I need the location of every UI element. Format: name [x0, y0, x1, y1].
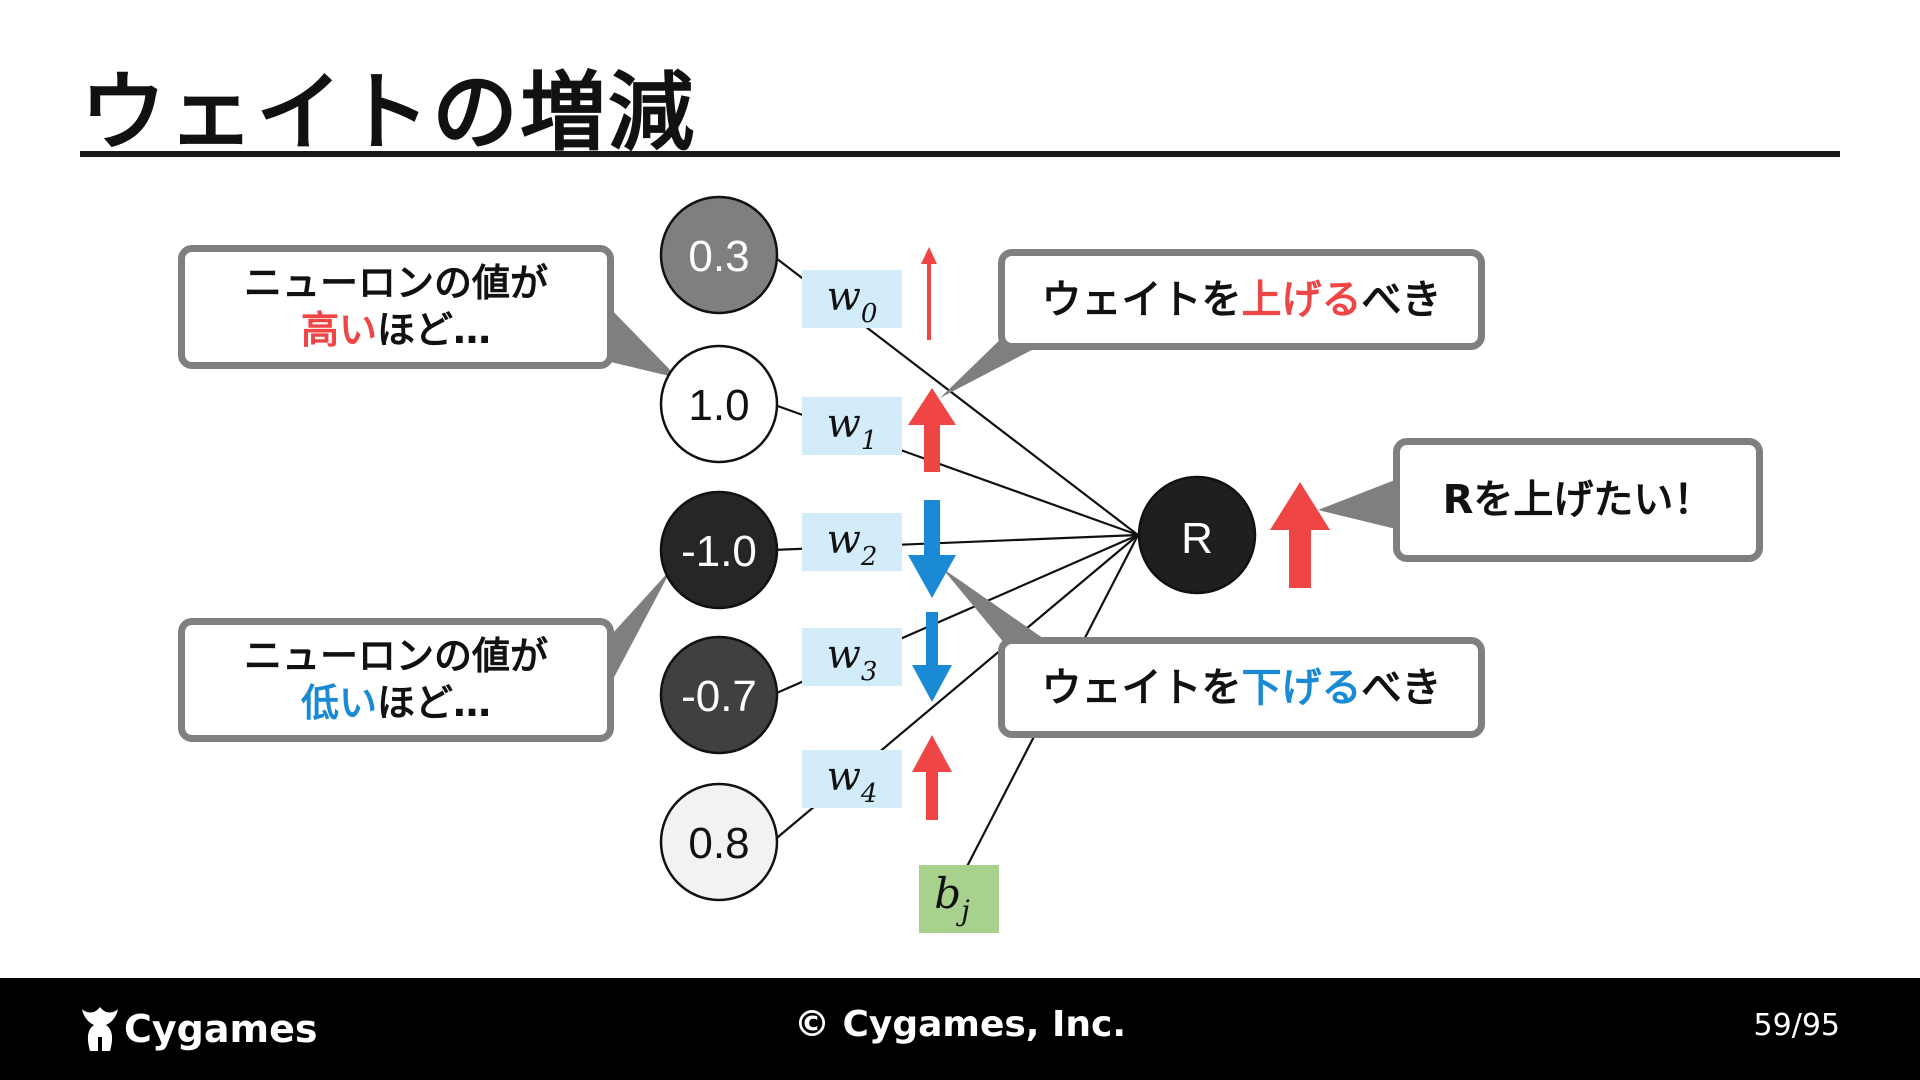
pointer-high: [602, 300, 678, 378]
weight-box-w3: [802, 628, 902, 686]
callout-low-value: ニューロンの値が 低いほど…: [178, 618, 614, 742]
weight-label-w4: w4: [827, 754, 878, 809]
weight-sub: 3: [861, 657, 878, 687]
weight-base: w: [827, 632, 861, 678]
callout-low-highlight: 低い: [300, 681, 377, 725]
down-arrow-w3: [912, 612, 952, 702]
callout-lower-highlight: 下げる: [1241, 664, 1362, 711]
weight-label-w3: w3: [827, 632, 878, 687]
callout-raise-highlight: 上げる: [1241, 276, 1362, 323]
weight-base: w: [827, 401, 861, 447]
cygames-mark-icon: [82, 1007, 118, 1051]
callout-high-highlight: 高い: [300, 308, 377, 352]
callout-low-line2: 低いほど…: [244, 680, 548, 728]
weight-box-w1: [802, 397, 902, 455]
callout-raise-weight: ウェイトを上げるべき: [998, 249, 1485, 350]
callout-lower-weight: ウェイトを下げるべき: [998, 637, 1485, 738]
neural-network-diagram: w0 w1 w2 w3 w4 bj 0.3 1.0 -1.0 -0.7 0.8: [602, 195, 1400, 933]
callout-goal: Rを上げたい！: [1393, 438, 1763, 562]
weight-sub: 4: [860, 779, 878, 809]
neuron-3: [659, 635, 779, 755]
neuron-4: [659, 782, 779, 902]
weight-labels: w0 w1 w2 w3 w4: [802, 270, 902, 809]
neuron-0-value: 0.3: [688, 232, 749, 281]
output-neuron-label: R: [1181, 514, 1213, 563]
callout-lower-post: べき: [1361, 664, 1442, 711]
neuron-0: [659, 195, 779, 315]
weight-sub: 0: [861, 299, 878, 329]
title-divider: [80, 151, 1840, 157]
callout-raise-pre: ウェイトを: [1041, 276, 1242, 323]
weight-arrows: [908, 247, 1330, 820]
pointer-low: [602, 568, 672, 700]
down-arrow-w2: [908, 500, 956, 598]
weight-sub: 2: [860, 542, 878, 572]
neuron-1: [659, 344, 779, 464]
footer-bar: Cygames © Cygames, Inc. 59/95: [0, 978, 1920, 1080]
callout-high-line1: ニューロンの値が: [243, 260, 548, 305]
neuron-4-value: 0.8: [688, 819, 749, 868]
up-arrow-w4: [912, 735, 952, 820]
footer-copyright: © Cygames, Inc.: [793, 1004, 1127, 1045]
weight-label-w2: w2: [827, 517, 878, 572]
page-number: 59/95: [1753, 1008, 1840, 1043]
input-neurons: 0.3 1.0 -1.0 -0.7 0.8: [659, 195, 779, 902]
output-neuron: [1137, 475, 1257, 595]
neuron-2: [659, 490, 779, 610]
callout-raise-post: べき: [1361, 276, 1442, 323]
weight-base: w: [827, 274, 861, 320]
weight-sub: 1: [861, 426, 878, 456]
bias-base: b: [934, 869, 961, 918]
weight-box-w0: [802, 270, 902, 328]
weight-base: w: [827, 754, 861, 800]
weight-box-w4: [802, 750, 902, 808]
up-arrow-output: [1270, 482, 1330, 588]
neuron-1-value: 1.0: [688, 381, 749, 430]
footer-logo-text: Cygames: [124, 1007, 318, 1051]
weight-label-w0: w0: [827, 274, 878, 329]
up-arrow-w0: [921, 247, 937, 340]
pointer-lower: [942, 568, 1060, 650]
pointer-goal: [1318, 478, 1400, 530]
neuron-2-value: -1.0: [681, 527, 757, 576]
weight-label-w1: w1: [827, 401, 878, 456]
weight-box-w2: [802, 513, 902, 571]
callout-high-value: ニューロンの値が 高いほど…: [178, 245, 614, 369]
callout-low-rest: ほど…: [376, 681, 491, 725]
callout-pointers: [602, 300, 1400, 700]
callout-goal-text: Rを上げたい！: [1442, 477, 1714, 523]
callout-lower-pre: ウェイトを: [1041, 664, 1242, 711]
up-arrow-w1: [908, 388, 956, 472]
callout-high-line2: 高いほど…: [244, 307, 548, 355]
bias-box: [919, 865, 999, 933]
callout-low-line1: ニューロンの値が: [243, 633, 548, 678]
slide-title: ウェイトの増減: [80, 63, 696, 163]
footer-logo: Cygames: [80, 1004, 318, 1054]
callout-high-rest: ほど…: [376, 308, 491, 352]
weight-base: w: [827, 517, 861, 563]
neuron-3-value: -0.7: [681, 672, 757, 721]
